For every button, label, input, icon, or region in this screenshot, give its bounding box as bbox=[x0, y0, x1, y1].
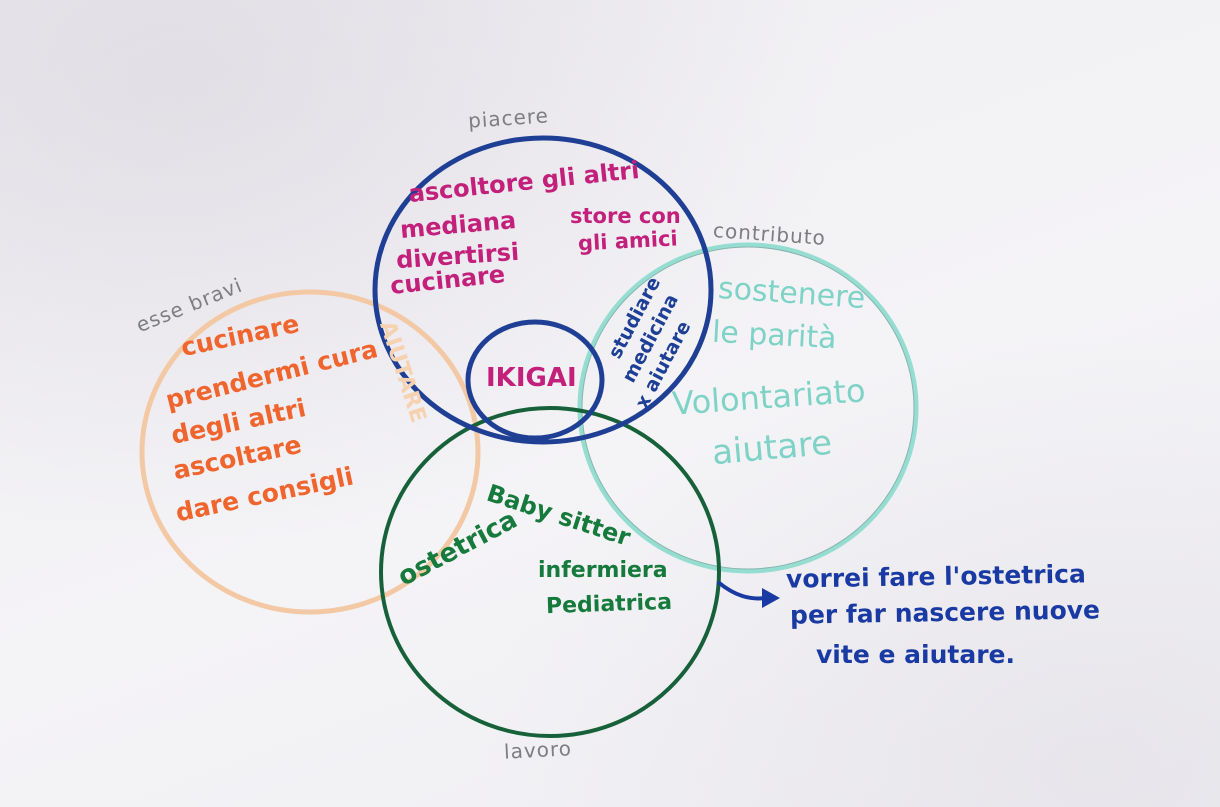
contributo-item: le parità bbox=[711, 314, 838, 357]
arrow bbox=[716, 580, 767, 601]
lavoro-item: Pediatrica bbox=[545, 589, 673, 620]
ikigai-label: IKIGAI bbox=[486, 363, 577, 393]
lavoro-item: infermiera bbox=[538, 558, 668, 583]
piacere-item: store con bbox=[570, 204, 681, 228]
circle-ikigai bbox=[465, 319, 605, 441]
note-line: per far nascere nuove bbox=[789, 595, 1101, 630]
label-lavoro: lavoro bbox=[503, 736, 573, 764]
circle-lavoro bbox=[379, 406, 721, 738]
circle-esse-bravi bbox=[139, 289, 481, 615]
note-line: vite e aiutare. bbox=[816, 640, 1015, 669]
note-line: vorrei fare l'ostetrica bbox=[785, 559, 1087, 594]
circle-piacere bbox=[372, 135, 714, 445]
arrowhead bbox=[762, 588, 780, 608]
circle-contributo bbox=[577, 242, 919, 574]
